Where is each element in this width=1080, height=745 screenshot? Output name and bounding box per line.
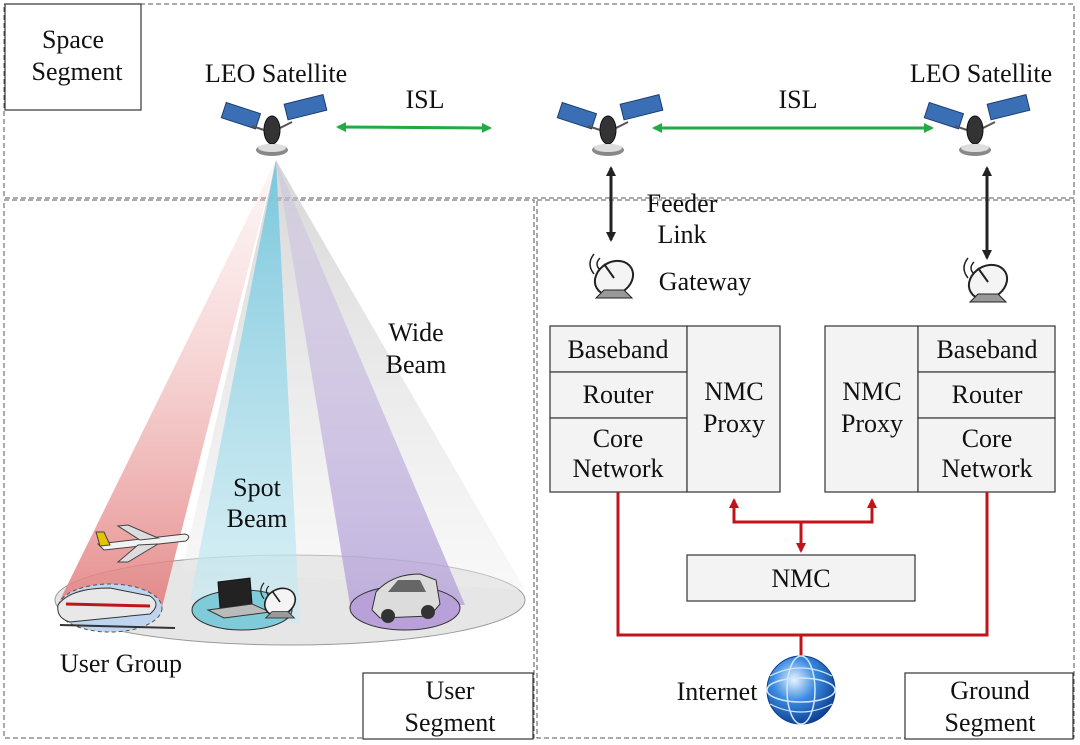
ground-segment-label: Ground Segment (904, 672, 1074, 740)
svg-text:Baseband: Baseband (567, 335, 668, 364)
baseband-left-box (549, 325, 688, 373)
svg-text:Core: Core (593, 424, 644, 453)
airplane-icon (95, 524, 190, 563)
leo-satellite-middle-icon (556, 93, 664, 157)
isl-right-label: ISL (779, 85, 818, 114)
svg-text:Baseband: Baseband (936, 335, 1037, 364)
core-network-right-box (917, 417, 1056, 493)
wide-beam-label-line1: Wide (388, 318, 443, 347)
space-segment-label: Space Segment (4, 3, 142, 111)
ground-right-stack: NMC Proxy Baseband Router Core Network (824, 325, 1056, 493)
spot-beam-label-line2: Beam (227, 504, 288, 533)
svg-text:Router: Router (583, 380, 654, 409)
svg-text:Proxy: Proxy (703, 409, 765, 438)
wide-beam-label-line2: Beam (386, 350, 447, 379)
wide-beam-red (60, 160, 276, 615)
ground-segment-region (536, 199, 1075, 739)
svg-text:Proxy: Proxy (841, 409, 903, 438)
isl-left-arrow (336, 122, 492, 133)
user-group-label: User Group (60, 649, 182, 678)
internet-globe-icon (766, 655, 836, 725)
wide-beam-purple (276, 160, 465, 605)
gateway-label: Gateway (659, 267, 751, 296)
nmc-connectors (616, 492, 989, 656)
svg-text:Segment: Segment (945, 708, 1037, 737)
svg-text:NMC: NMC (704, 377, 763, 406)
nmc-label: NMC (771, 564, 830, 593)
gateway-dish-right-icon (961, 257, 1015, 307)
spot-beam-cyan (190, 160, 300, 625)
train-icon (57, 587, 176, 629)
feeder-link-label-line2: Link (657, 220, 706, 249)
svg-text:Router: Router (952, 380, 1023, 409)
internet-label: Internet (677, 677, 759, 706)
gateway-dish-left-icon (587, 253, 641, 303)
svg-text:Core: Core (962, 424, 1013, 453)
leo-satellite-right-icon (923, 93, 1031, 157)
svg-text:User: User (425, 676, 474, 705)
svg-text:Segment: Segment (405, 708, 497, 737)
spot-beam-label-line1: Spot (233, 473, 281, 502)
feeder-link-label-line1: Feeder (647, 189, 718, 218)
svg-text:Network: Network (942, 454, 1033, 483)
leo-satellite-right-label: LEO Satellite (910, 59, 1052, 88)
laptop-icon (206, 577, 272, 619)
isl-left-label: ISL (406, 85, 445, 114)
leo-satellite-left-label: LEO Satellite (205, 59, 347, 88)
core-network-left-box (549, 417, 688, 493)
nmc-proxy-right-box (824, 325, 919, 493)
svg-text:NMC: NMC (842, 377, 901, 406)
svg-text:Network: Network (573, 454, 664, 483)
nmc-box (686, 554, 916, 602)
space-segment-region (3, 3, 1075, 199)
user-segment-label: User Segment (362, 672, 534, 740)
beam-cone (54, 160, 526, 646)
leo-satellite-left-icon (220, 93, 328, 157)
nmc-proxy-left-box (686, 325, 781, 493)
router-left-box (549, 371, 688, 419)
svg-text:Ground: Ground (950, 676, 1029, 705)
svg-text:Space: Space (42, 25, 104, 54)
router-right-box (917, 371, 1056, 419)
baseband-right-box (917, 325, 1056, 373)
car-icon (371, 573, 441, 623)
svg-text:Segment: Segment (32, 57, 124, 86)
ground-left-stack: Baseband Router Core Network NMC Proxy (549, 325, 781, 493)
